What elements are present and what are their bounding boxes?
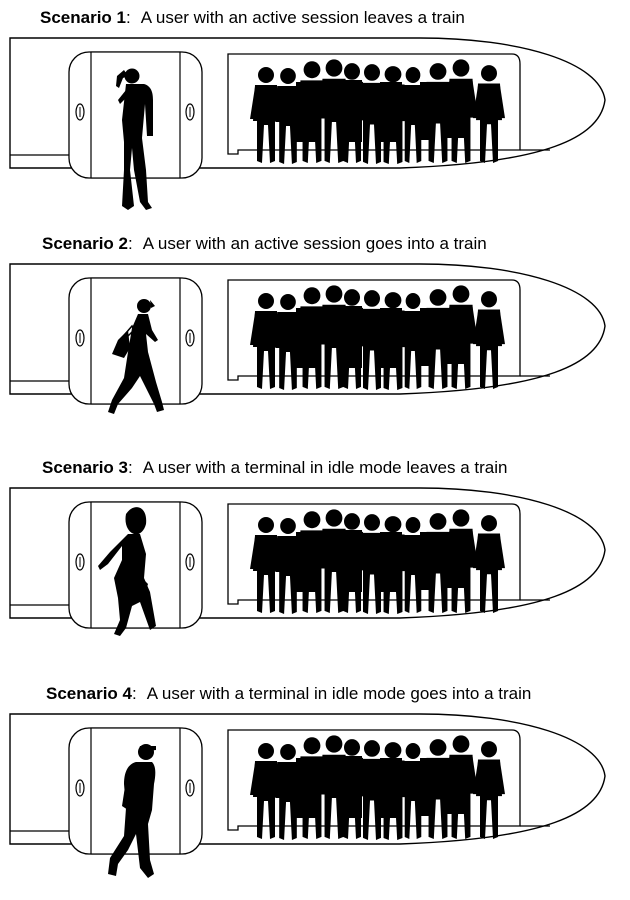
scenario-caption-2: Scenario 2:A user with an active session… bbox=[42, 234, 487, 253]
scenario-label: Scenario 3 bbox=[42, 458, 128, 477]
scenario-caption-4: Scenario 4:A user with a terminal in idl… bbox=[46, 684, 532, 703]
scenario-text: A user with a terminal in idle mode goes… bbox=[146, 684, 532, 703]
scenario-caption-1: Scenario 1:A user with an active session… bbox=[40, 8, 465, 27]
scenario-label: Scenario 2 bbox=[42, 234, 128, 253]
scenario-panel-3: Scenario 3:A user with a terminal in idl… bbox=[0, 456, 630, 674]
scenario-text: A user with a terminal in idle mode leav… bbox=[142, 458, 508, 477]
scenario-caption-3: Scenario 3:A user with a terminal in idl… bbox=[42, 458, 508, 477]
scenario-text: A user with an active session leaves a t… bbox=[140, 8, 465, 27]
scenario-text: A user with an active session goes into … bbox=[142, 234, 487, 253]
scenario-panel-2: Scenario 2:A user with an active session… bbox=[0, 232, 630, 450]
train-diagram-4 bbox=[9, 713, 606, 878]
train-diagram-1 bbox=[9, 37, 606, 210]
scenario-panel-4: Scenario 4:A user with a terminal in idl… bbox=[0, 682, 630, 900]
train-diagram-2 bbox=[9, 263, 606, 415]
train-diagram-3 bbox=[9, 487, 606, 636]
scenario-panel-1: Scenario 1:A user with an active session… bbox=[0, 6, 630, 224]
scenario-label: Scenario 1 bbox=[40, 8, 126, 27]
scenario-label: Scenario 4 bbox=[46, 684, 132, 703]
